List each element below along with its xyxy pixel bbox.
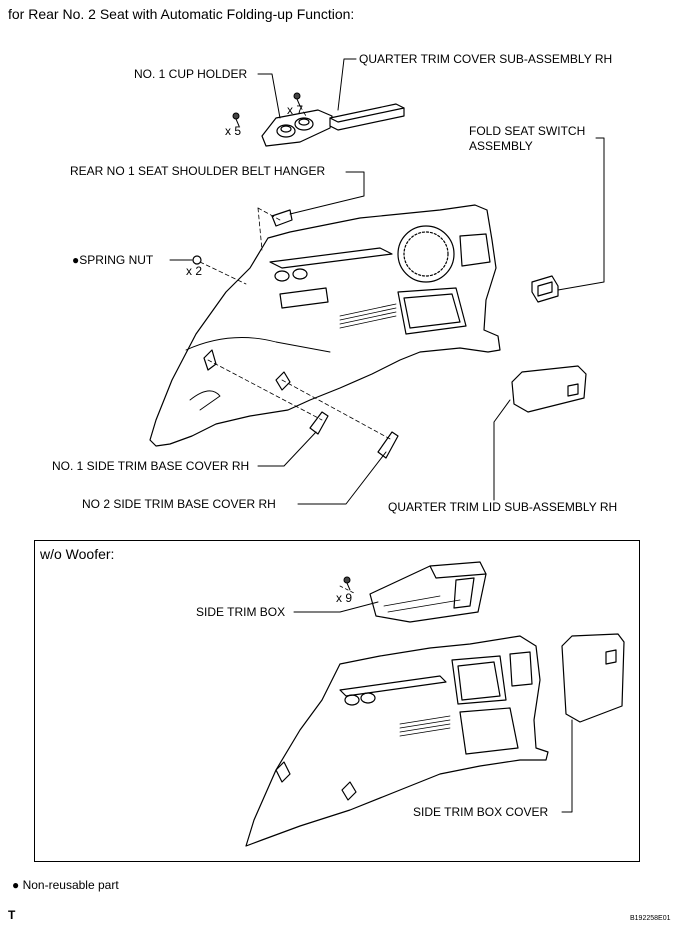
label-spring-nut-text: SPRING NUT — [79, 253, 154, 267]
footer-left: T — [8, 908, 16, 922]
inset-title: w/o Woofer: — [40, 546, 115, 562]
diagram-heading: for Rear No. 2 Seat with Automatic Foldi… — [8, 6, 355, 22]
side-trim-box-cover-drawing — [561, 633, 625, 723]
spring-nut-drawing — [192, 255, 202, 265]
qty-x5: x 5 — [225, 124, 242, 138]
label-cup-holder: NO. 1 CUP HOLDER — [134, 67, 248, 81]
label-no2-side-trim-base-cover: NO 2 SIDE TRIM BASE COVER RH — [82, 497, 276, 511]
quarter-trim-panel-drawing — [149, 204, 501, 447]
qty-x9: x 9 — [336, 591, 353, 605]
legend-text: Non-reusable part — [22, 878, 119, 892]
qty-x2: x 2 — [186, 264, 203, 278]
belt-hanger-drawing — [271, 209, 293, 227]
side-base-cover-1-drawing — [309, 411, 329, 435]
label-fold-seat-switch-line2: ASSEMBLY — [469, 139, 533, 153]
label-side-trim-box-cover: SIDE TRIM BOX COVER — [413, 805, 549, 819]
label-no1-side-trim-base-cover: NO. 1 SIDE TRIM BASE COVER RH — [52, 459, 250, 473]
wo-woofer-inset-box — [34, 540, 640, 862]
screw-icons — [232, 92, 351, 591]
quarter-lid-drawing — [511, 365, 587, 413]
quarter-trim-cover-drawing — [329, 103, 405, 131]
inset-panel-drawing — [245, 635, 549, 847]
figure-code: B192258E01 — [630, 915, 671, 922]
fold-switch-drawing — [531, 275, 559, 303]
label-spring-nut: ●SPRING NUT — [72, 253, 153, 267]
label-quarter-trim-cover: QUARTER TRIM COVER SUB-ASSEMBLY RH — [359, 52, 613, 66]
label-belt-hanger: REAR NO 1 SEAT SHOULDER BELT HANGER — [70, 164, 326, 178]
qty-x7: x 7 — [287, 103, 304, 117]
legend-bullet-icon: ● — [12, 878, 20, 892]
legend: ● Non-reusable part — [12, 878, 119, 892]
label-quarter-trim-lid: QUARTER TRIM LID SUB-ASSEMBLY RH — [388, 500, 618, 514]
label-fold-seat-switch-line1: FOLD SEAT SWITCH — [469, 124, 586, 138]
non-reusable-marker-icon: ● — [72, 253, 80, 267]
label-side-trim-box: SIDE TRIM BOX — [196, 605, 286, 619]
side-base-cover-2-drawing — [377, 431, 399, 459]
side-trim-box-drawing — [369, 561, 487, 623]
